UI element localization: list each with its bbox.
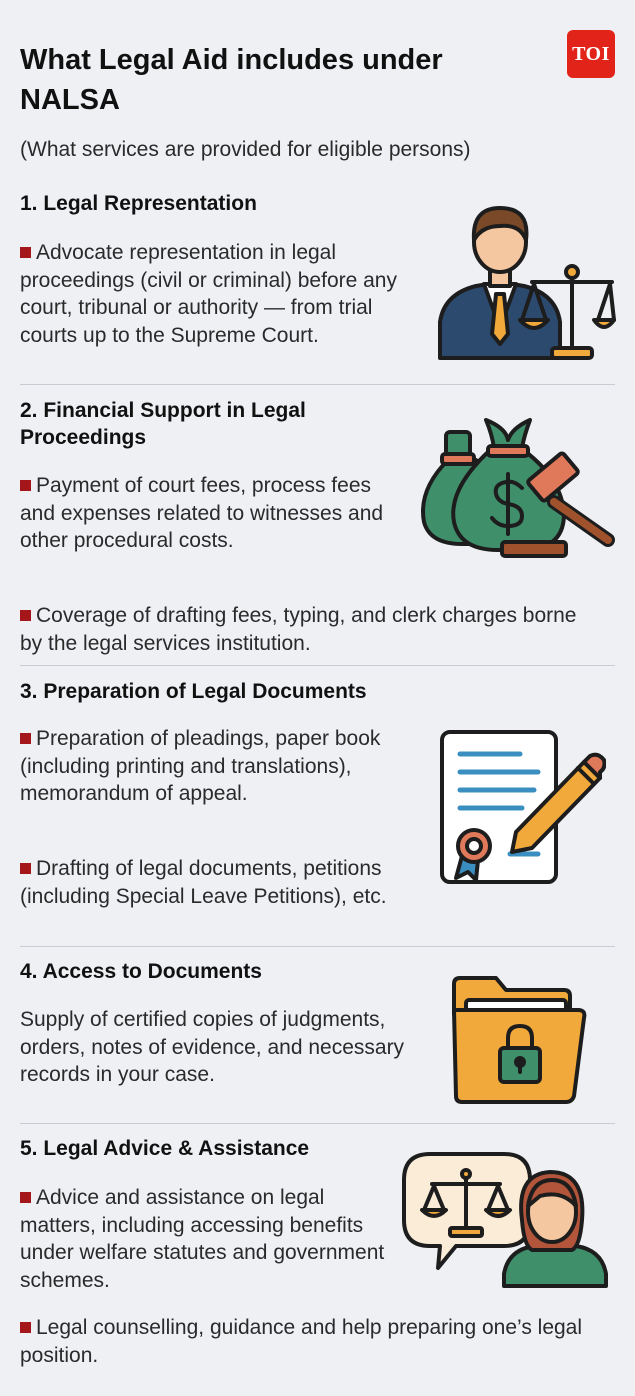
lawyer-with-scales-icon: [438, 206, 616, 360]
toi-logo: TOI: [567, 30, 615, 78]
bullet-icon: [20, 1192, 31, 1203]
section-2-paragraph-1: Payment of court fees, process fees and …: [20, 474, 384, 552]
section-4-title: 4. Access to Documents: [20, 960, 262, 983]
divider: [20, 665, 615, 666]
section-5-title: 5. Legal Advice & Assistance: [20, 1137, 310, 1160]
section-3-paragraph-1: Preparation of pleadings, paper book (in…: [20, 727, 381, 805]
money-bags-gavel-icon: [421, 418, 615, 558]
bullet-icon: [20, 610, 31, 621]
divider: [20, 946, 615, 947]
bullet-icon: [20, 1322, 31, 1333]
divider: [20, 1123, 615, 1124]
section-5-paragraph-1: Advice and assistance on legal matters, …: [20, 1186, 385, 1292]
section-1-title: 1. Legal Representation: [20, 192, 257, 215]
section-3-paragraph-2: Drafting of legal documents, petitions (…: [20, 857, 387, 908]
document-pencil-icon: [440, 730, 606, 884]
section-1-paragraph-1: Advocate representation in legal proceed…: [20, 241, 397, 347]
divider: [20, 384, 615, 385]
section-3-title: 3. Preparation of Legal Documents: [20, 680, 367, 703]
section-5-paragraph-2: Legal counselling, guidance and help pre…: [20, 1316, 583, 1367]
section-2-paragraph-2: Coverage of drafting fees, typing, and c…: [20, 604, 577, 655]
bullet-icon: [20, 480, 31, 491]
section-2-title: 2. Financial Support in Legal Proceeding…: [20, 399, 306, 449]
page-title: What Legal Aid includes under NALSA: [20, 44, 443, 116]
bullet-icon: [20, 733, 31, 744]
bullet-icon: [20, 247, 31, 258]
section-4-paragraph-1: Supply of certified copies of judgments,…: [20, 1008, 405, 1086]
bullet-icon: [20, 863, 31, 874]
advisor-speech-bubble-icon: [402, 1152, 608, 1288]
locked-folder-icon: [452, 976, 587, 1104]
page-subtitle: (What services are provided for eligible…: [20, 138, 471, 161]
